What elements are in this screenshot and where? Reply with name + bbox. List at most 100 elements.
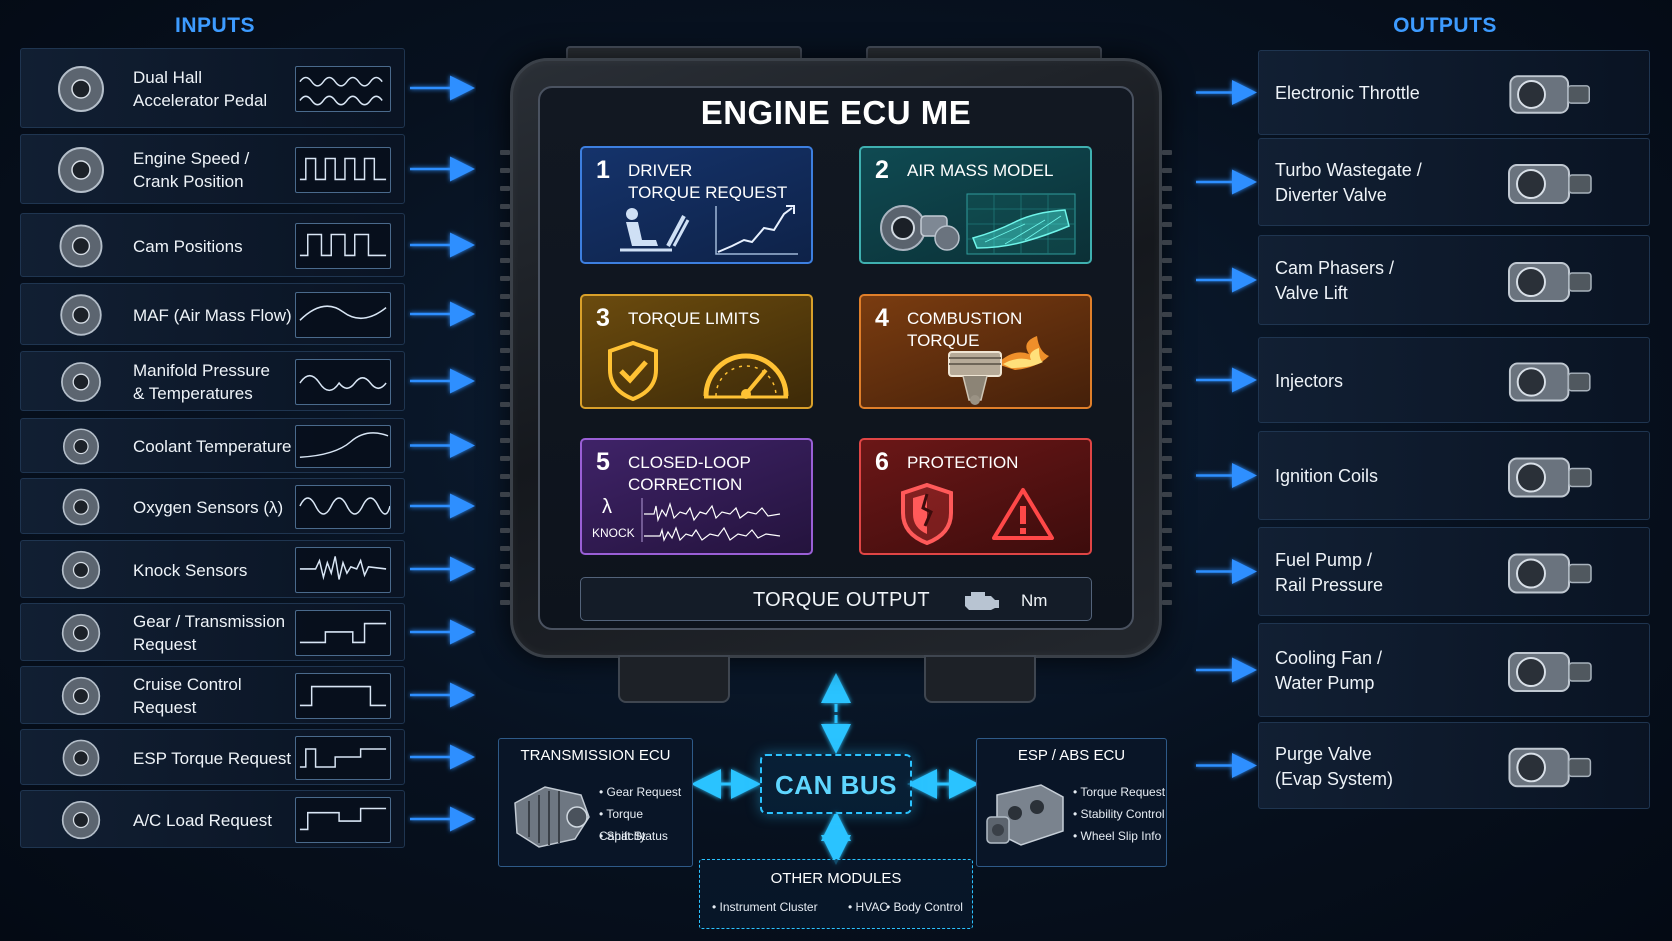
- output-label: Fuel Pump / Rail Pressure: [1275, 549, 1384, 595]
- torque-curve-icon: [715, 205, 798, 255]
- ecu-fin: [1162, 600, 1172, 605]
- ecu-fin: [1162, 456, 1172, 461]
- ecu-fin: [1162, 330, 1172, 335]
- input-row: A/C Load Request: [20, 790, 405, 848]
- input-row: Cruise Control Request: [20, 666, 405, 724]
- other-modules: OTHER MODULES • Instrument Cluster • HVA…: [699, 859, 973, 929]
- input-label: MAF (Air Mass Flow): [133, 305, 292, 325]
- ecu-fin: [1162, 438, 1172, 443]
- block-air-mass-model: 2 AIR MASS MODEL: [859, 146, 1092, 264]
- ecu-title: ENGINE ECU ME: [700, 94, 972, 131]
- inputs-title: INPUTS: [174, 14, 255, 37]
- ecu-fin: [500, 240, 510, 245]
- input-row: Oxygen Sensors (λ): [20, 478, 405, 534]
- input-row: Dual Hall Accelerator Pedal: [20, 48, 405, 128]
- signal-waveform: [295, 736, 391, 780]
- can-bus-label: CAN BUS: [775, 770, 897, 800]
- block-number: 5: [596, 448, 610, 476]
- module-item: • Stability Control: [1073, 807, 1165, 821]
- ecu-fin: [1162, 348, 1172, 353]
- input-row: MAF (Air Mass Flow): [20, 283, 405, 345]
- ecu-fin: [1162, 582, 1172, 587]
- other-module-item: • HVAC: [848, 900, 888, 914]
- output-row: Injectors: [1258, 337, 1650, 423]
- torque-unit: Nm: [1021, 591, 1048, 610]
- signal-waveform: [295, 610, 391, 656]
- input-row: Knock Sensors: [20, 540, 405, 598]
- injector-icon: [1508, 362, 1591, 402]
- signal-waveform: [295, 147, 391, 193]
- input-row: Manifold Pressure & Temperatures: [20, 351, 405, 411]
- engine-icon: [965, 592, 999, 610]
- ecu-fin: [1162, 546, 1172, 551]
- input-row: Engine Speed / Crank Position: [20, 134, 405, 204]
- signal-waveform: [295, 66, 391, 112]
- purge-valve-icon: [1508, 747, 1592, 788]
- block-title: PROTECTION: [907, 453, 1019, 472]
- gear-lever-icon: [61, 613, 101, 653]
- ecu-fin: [1162, 402, 1172, 407]
- ecu-fin: [1162, 510, 1172, 515]
- block-driver-torque-request: 1 DRIVER TORQUE REQUEST: [580, 146, 813, 264]
- output-label: Injectors: [1275, 370, 1344, 391]
- ecu-fin: [500, 546, 510, 551]
- ecu-fin: [500, 294, 510, 299]
- output-label: Turbo Wastegate / Diverter Valve: [1275, 160, 1422, 205]
- skid-car-icon: [62, 739, 100, 777]
- input-row: Cam Positions: [20, 213, 405, 277]
- knock-sensor-icon: [61, 550, 101, 590]
- module-item: • Wheel Slip Info: [1073, 829, 1162, 843]
- block-title: TORQUE LIMITS: [628, 309, 760, 328]
- output-row: Turbo Wastegate / Diverter Valve: [1258, 138, 1650, 226]
- input-label: Gear / Transmission Request: [133, 612, 286, 654]
- thermometer-icon: [62, 428, 100, 465]
- fuel-pump-icon: [1508, 553, 1592, 594]
- output-row: Electronic Throttle: [1258, 50, 1650, 135]
- cam-phaser-icon: [1508, 262, 1592, 302]
- ecu-fin: [500, 222, 510, 227]
- broken-shield-icon: [901, 482, 953, 546]
- module-item: • Torque Request: [1073, 785, 1166, 799]
- ecu-fin: [1162, 312, 1172, 317]
- ecu-fin: [500, 456, 510, 461]
- ecu-fin: [1162, 186, 1172, 191]
- ecu-fin: [1162, 420, 1172, 425]
- block-title: COMBUSTION TORQUE: [907, 309, 1023, 350]
- ecu-fin: [500, 384, 510, 389]
- ecu-fin: [500, 204, 510, 209]
- ecu-fin: [1162, 204, 1172, 209]
- ecu-fin: [1162, 222, 1172, 227]
- output-row: Cooling Fan / Water Pump: [1258, 623, 1650, 717]
- other-modules-title: OTHER MODULES: [770, 870, 902, 887]
- ecu-fin: [1162, 474, 1172, 479]
- output-row: Purge Valve (Evap System): [1258, 722, 1650, 809]
- ecu-fin: [500, 474, 510, 479]
- block-title: DRIVER TORQUE REQUEST: [628, 161, 788, 202]
- shield-check-icon: [608, 340, 658, 402]
- module-item: • Gear Request: [599, 785, 682, 799]
- input-label: Dual Hall Accelerator Pedal: [133, 68, 268, 110]
- lambda-symbol: λ: [602, 496, 612, 518]
- ecu-fin: [1162, 366, 1172, 371]
- signal-waveform: [295, 797, 391, 843]
- signal-waveform: [295, 673, 391, 719]
- ecu-fin: [1162, 528, 1172, 533]
- gearbox-icon: [514, 786, 590, 848]
- output-label: Cam Phasers / Valve Lift: [1275, 258, 1395, 303]
- module-item: • Shift Status: [599, 829, 668, 843]
- ecu-fin: [500, 582, 510, 587]
- other-module-item: • Instrument Cluster: [712, 900, 818, 914]
- intake-manifold-icon: [61, 362, 101, 402]
- transmission-ecu-title: TRANSMISSION ECU: [520, 747, 671, 764]
- input-row: Gear / Transmission Request: [20, 603, 405, 661]
- warning-icon: [992, 488, 1054, 540]
- input-label: Manifold Pressure & Temperatures: [133, 361, 271, 403]
- ecu-fin: [1162, 240, 1172, 245]
- input-label: ESP Torque Request: [133, 748, 292, 768]
- ecu-fin: [500, 348, 510, 353]
- block-number: 2: [875, 156, 889, 184]
- module-item: • Torque Capacity: [599, 807, 646, 843]
- input-label: Engine Speed / Crank Position: [133, 149, 250, 191]
- signal-waveform: [295, 425, 391, 468]
- output-label: Purge Valve (Evap System): [1275, 743, 1394, 789]
